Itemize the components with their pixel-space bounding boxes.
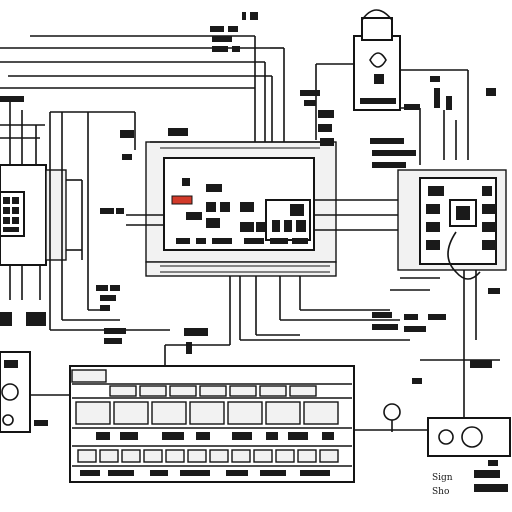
bottom-right-sensor	[383, 360, 511, 457]
terminal-row-2	[75, 401, 339, 425]
bottom-left-unit	[0, 351, 70, 433]
left-vertical-rails	[49, 111, 170, 331]
right-junction-device	[345, 169, 507, 384]
bottom-terminal-block	[69, 365, 390, 483]
caption-line-2: Sho	[432, 487, 449, 497]
left-label-blocks	[96, 128, 208, 354]
panel-down-wires	[164, 276, 410, 365]
top-centre-label-block	[210, 12, 258, 52]
top-bus-lines	[0, 35, 285, 150]
terminal-row-3	[96, 432, 334, 440]
mid-label-stacks	[300, 90, 416, 168]
left-wall-unit	[0, 96, 83, 326]
terminal-row-1	[109, 385, 317, 397]
caption-line-1: Sign	[432, 473, 453, 483]
status-indicator	[171, 195, 193, 205]
terminal-row-5	[80, 470, 330, 476]
central-control-panel	[126, 141, 345, 277]
terminal-row-4	[77, 449, 339, 463]
top-right-device	[315, 9, 496, 165]
bottom-right-caption: Sign Sho	[432, 460, 508, 497]
